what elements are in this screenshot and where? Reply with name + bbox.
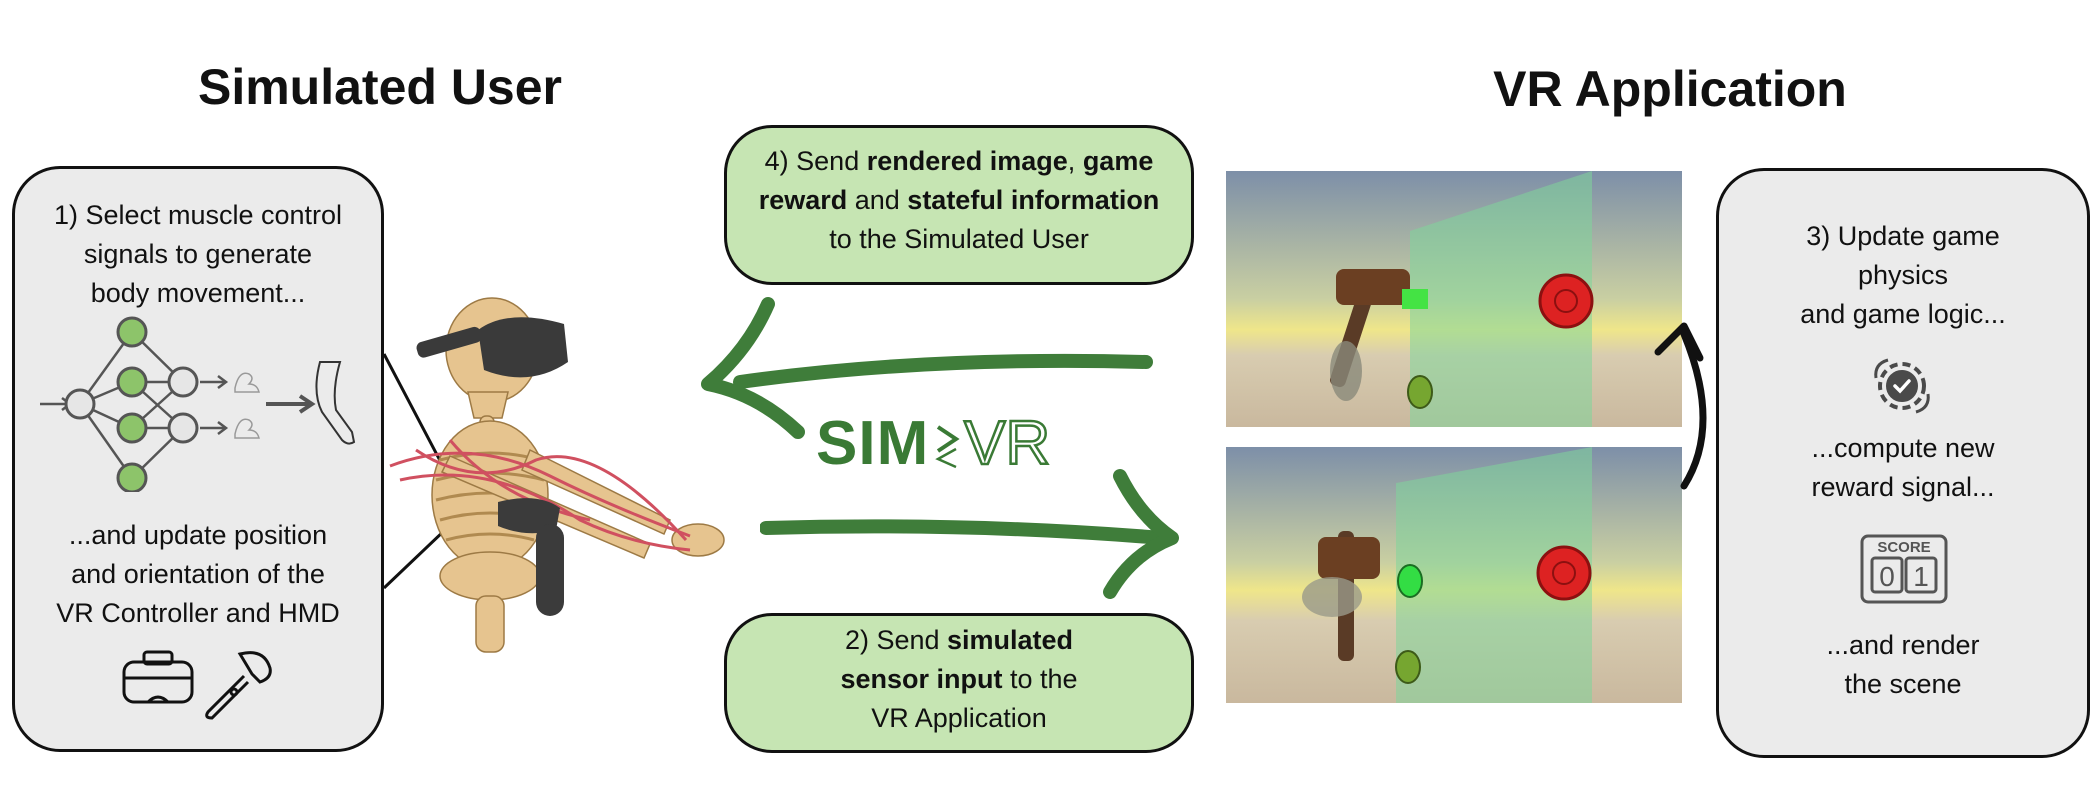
logo-chevron-icon: [934, 424, 960, 468]
svg-text:1: 1: [1913, 561, 1929, 592]
hammer-icon: [1330, 269, 1428, 401]
target-red-icon: [1536, 545, 1592, 601]
vr-application-panel: [1716, 168, 2090, 758]
heading-vr-application: VR Application: [1493, 61, 1847, 117]
gear-check-icon: [1874, 358, 1930, 414]
simulated-user-panel: [12, 166, 384, 752]
neural-network-icon: [40, 316, 356, 492]
vr-headset-icon: [122, 650, 194, 704]
arrow-to-user: [701, 297, 1153, 439]
step1b-text: ...and update position and orientation o…: [56, 520, 340, 628]
logo-vr: VR: [963, 408, 1052, 480]
target-green-icon: [1395, 650, 1421, 684]
update-loop-arrow: [1654, 322, 1707, 490]
muscle-icon: [234, 372, 260, 439]
step3c-text: ...and render the scene: [1826, 630, 1980, 699]
hammer-icon: [1302, 531, 1380, 661]
vr-scene-top: [1226, 171, 1682, 427]
heading-simulated-user: Simulated User: [197, 59, 562, 115]
step4-box: [724, 125, 1194, 285]
vr-controller-icon: [205, 651, 272, 720]
step2-text: 2) Send simulated sensor input to the VR…: [840, 625, 1078, 733]
step4-text: 4) Send rendered image, game reward and …: [758, 146, 1160, 254]
arrow-to-vr: [760, 469, 1179, 599]
step3b-text: ...compute new reward signal...: [1811, 433, 1995, 502]
target-green-icon: [1397, 564, 1423, 598]
step3-text: 3) Update game physics and game logic...: [1800, 221, 2006, 329]
svg-text:SCORE: SCORE: [1877, 539, 1930, 556]
target-green-icon: [1407, 375, 1433, 409]
svg-text:0: 0: [1879, 561, 1895, 592]
step1-text: 1) Select muscle control signals to gene…: [53, 200, 343, 308]
logo-sim: SIM: [816, 409, 930, 478]
simvr-logo: SIM VR: [816, 408, 1076, 480]
scoreboard-icon: SCORE 0 1: [1860, 534, 1948, 604]
skeleton-figure: [389, 297, 725, 653]
step2-box: [724, 613, 1194, 753]
target-red-icon: [1538, 273, 1594, 329]
arm-icon: [315, 361, 356, 445]
vr-scene-bottom: [1226, 447, 1682, 703]
